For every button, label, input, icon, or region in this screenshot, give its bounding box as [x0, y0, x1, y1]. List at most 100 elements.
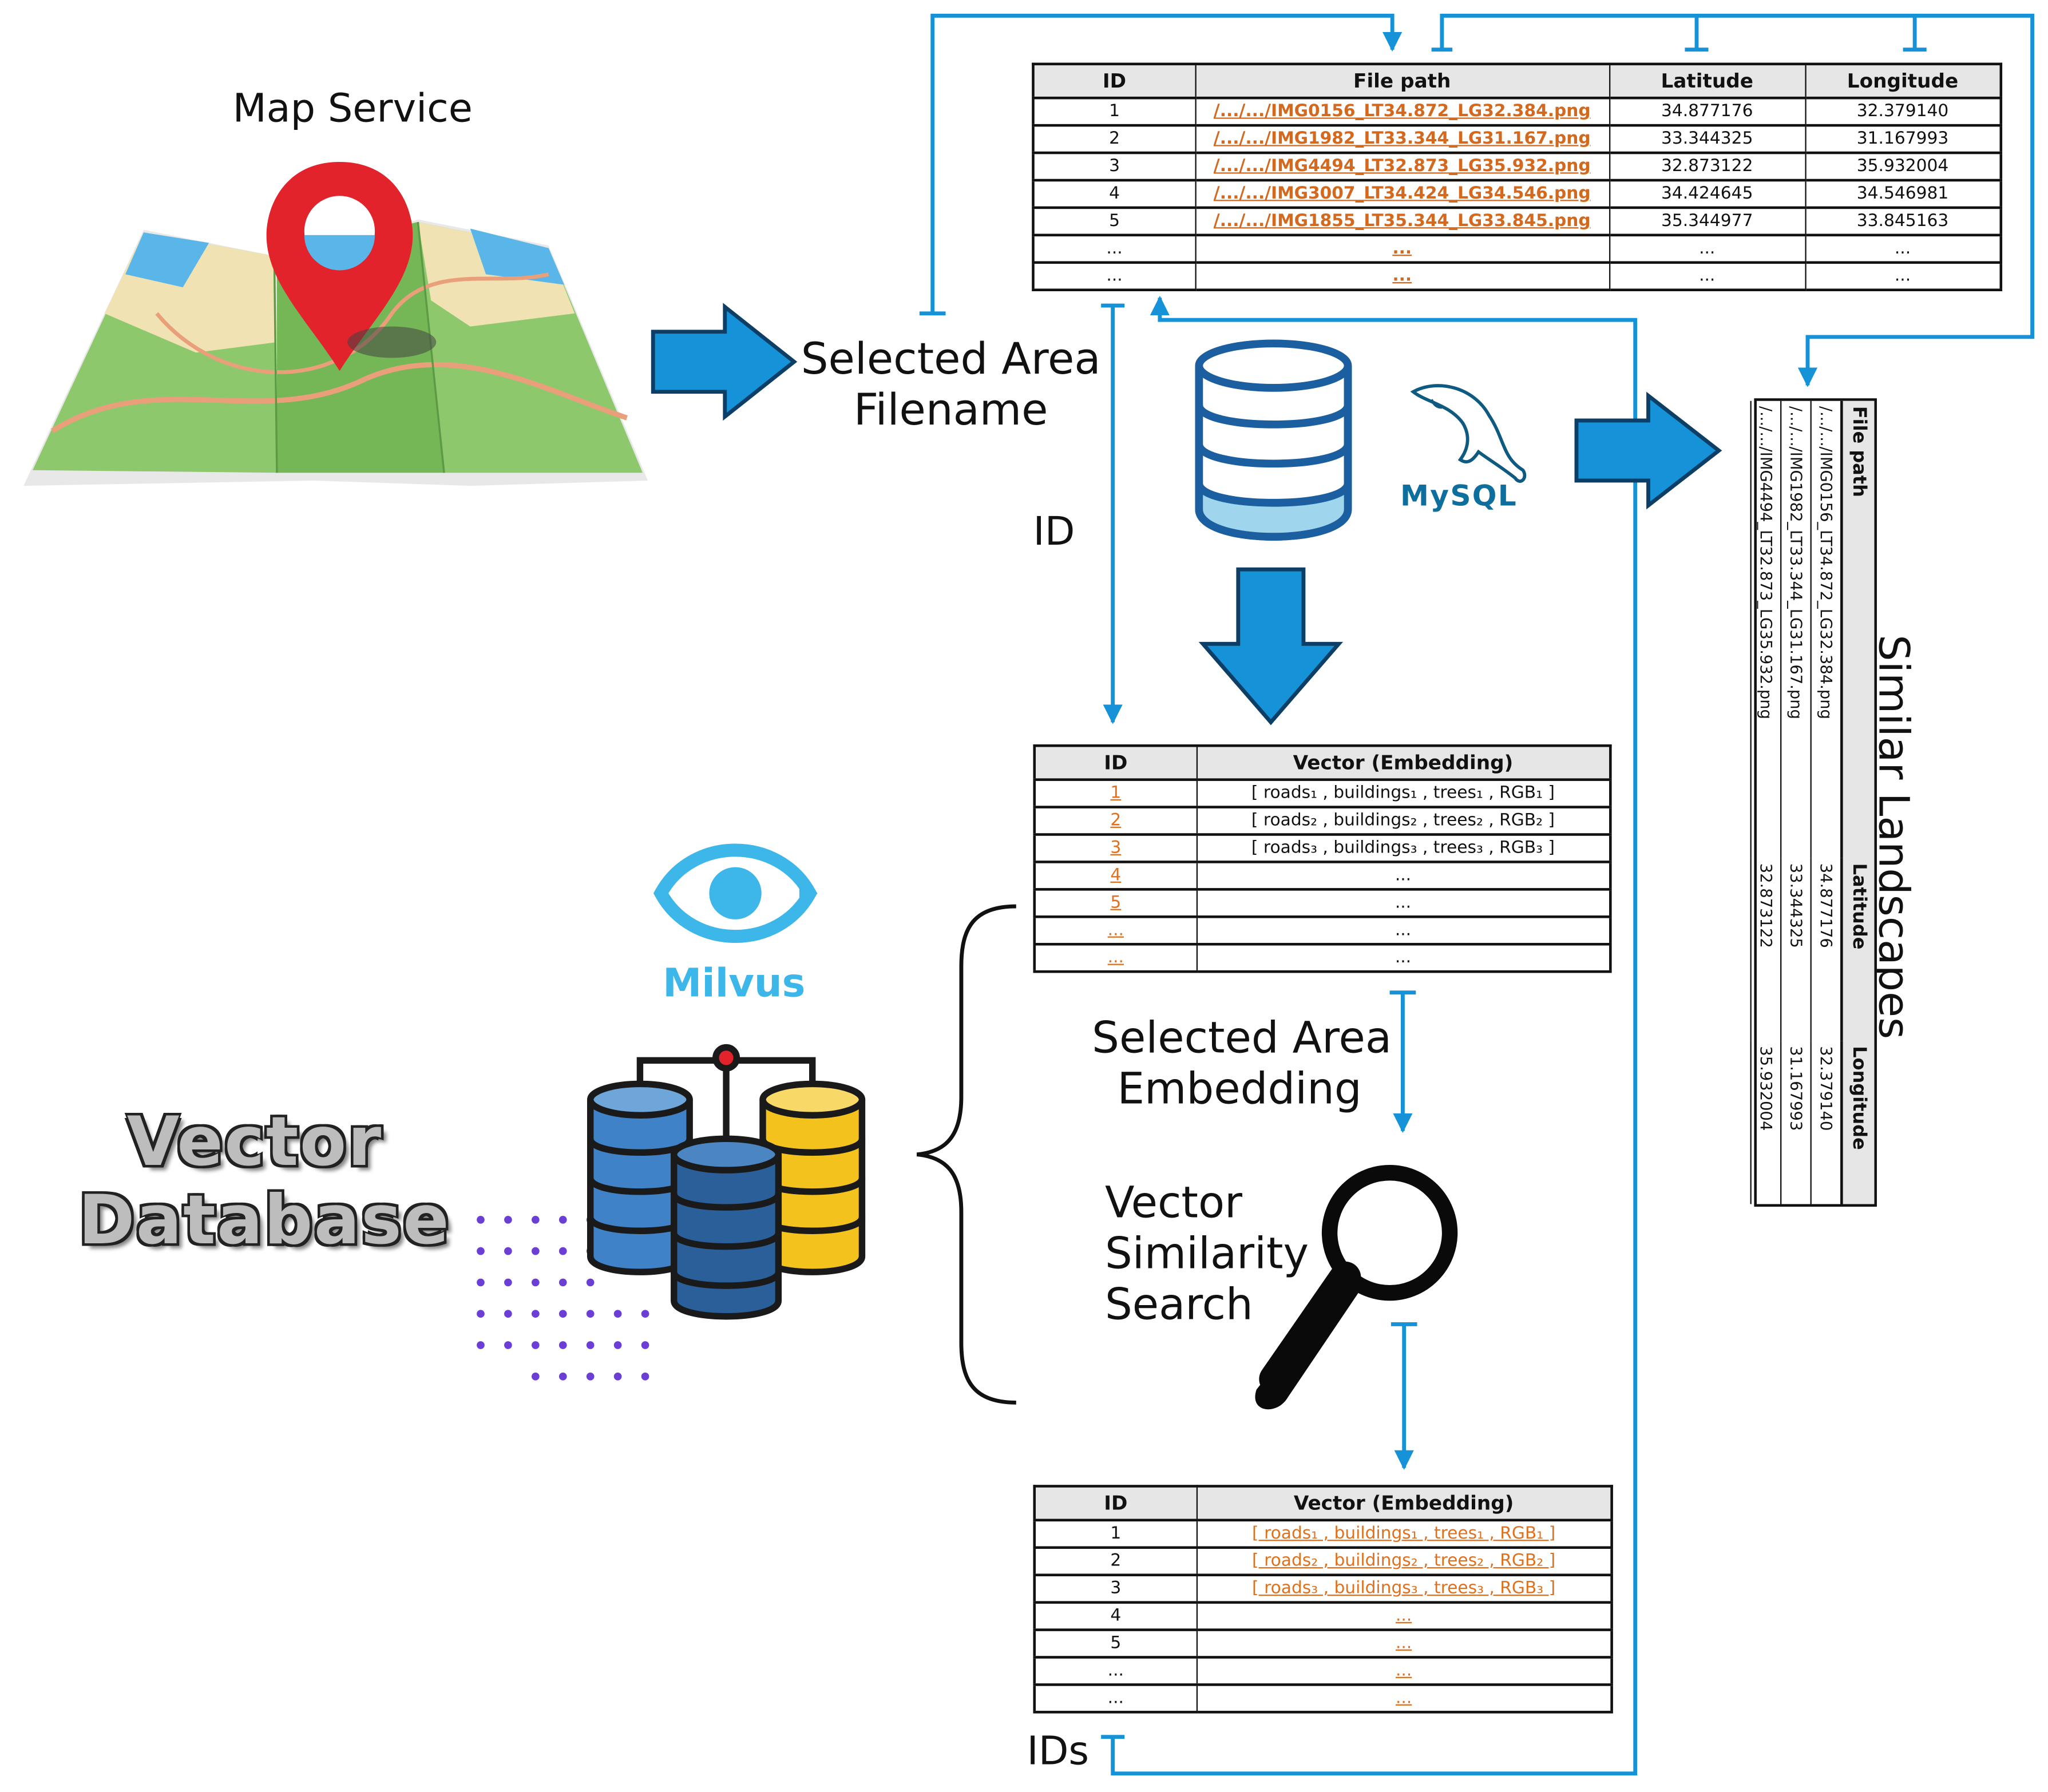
table-row: 1/.../.../IMG0156_LT34.872_LG32.384.png 3…: [1032, 98, 2002, 127]
dot: [586, 1278, 595, 1287]
table-cell: ...: [1032, 262, 1196, 291]
table-cell: ...: [1195, 1684, 1613, 1714]
table-cell: 1: [1032, 98, 1196, 127]
vector-similarity-search-label: Vector Similarity Search: [1104, 1176, 1309, 1330]
dot: [531, 1216, 540, 1224]
table-cell: ...: [1195, 862, 1611, 891]
dot: [477, 1341, 485, 1349]
curly-brace: [917, 904, 1016, 1405]
table-cell: 33.344325: [1781, 858, 1811, 1041]
table-cell: ...: [1033, 1684, 1197, 1714]
table-cell: 35.932004: [1804, 153, 2002, 182]
table-cell: 32.873122: [1750, 858, 1781, 1041]
table-row: 5...: [1033, 1630, 1613, 1659]
dot: [504, 1247, 512, 1255]
table-cell: /.../.../IMG1855_LT35.344_LG33.845.png: [1194, 207, 1610, 237]
header-cell: Latitude: [1608, 63, 1806, 100]
header-cell: ID: [1032, 63, 1196, 100]
table-cell: 35.344977: [1608, 207, 1806, 237]
table-cell: 2: [1033, 807, 1197, 836]
selected-area-embedding-label: Selected Area Embedding: [1092, 1012, 1392, 1114]
dot: [531, 1372, 540, 1381]
vector-database-label: Vector Database: [78, 1103, 450, 1260]
table-cell: ...: [1804, 235, 2002, 264]
table-row: 1[ roads₁ , buildings₁ , trees₁ , RGB₁ ]: [1033, 1520, 1613, 1549]
dot: [586, 1372, 595, 1381]
table-cell: 34.546981: [1804, 180, 2002, 209]
db-to-landscapes-arrow: [1574, 391, 1722, 510]
dot: [641, 1341, 649, 1349]
table-cell: 5: [1032, 207, 1196, 237]
table-cell: 32.379140: [1804, 98, 2002, 127]
table-cell: /.../.../IMG0156_LT34.872_LG32.384.png: [1194, 98, 1610, 127]
mysql-label: MySQL: [1400, 480, 1518, 514]
id-label: ID: [1033, 509, 1075, 556]
table-cell: [ roads₃ , buildings₃ , trees₃ , RGB₃ ]: [1195, 834, 1611, 863]
header-cell: ID: [1033, 745, 1197, 781]
dot: [586, 1341, 595, 1349]
table-cell: ...: [1195, 889, 1611, 918]
dot: [531, 1278, 540, 1287]
dot: [613, 1372, 622, 1381]
table-cell: 1: [1033, 779, 1197, 808]
header-cell: ID: [1033, 1485, 1197, 1522]
table-cell: ...: [1195, 944, 1611, 973]
header-cell: File path: [1841, 401, 1875, 858]
table-cell: ...: [1195, 1657, 1613, 1686]
map-icon: [23, 162, 648, 486]
table-cell: ...: [1194, 235, 1610, 264]
table-cell: 32.379140: [1811, 1041, 1842, 1204]
milvus-eye-icon: [653, 843, 818, 943]
table-row: ............: [1032, 262, 2002, 291]
dot: [558, 1372, 567, 1381]
table-cell: ...: [1195, 917, 1611, 946]
table-cell: ...: [1032, 235, 1196, 264]
table-row: 4...: [1033, 1602, 1613, 1631]
table-cell: ...: [1804, 262, 2002, 291]
table-cell: [ roads₁ , buildings₁ , trees₁ , RGB₁ ]: [1195, 1520, 1613, 1549]
table-cell: 32.873122: [1608, 153, 1806, 182]
table-cell: 4: [1032, 180, 1196, 209]
dot: [477, 1247, 485, 1255]
dot: [531, 1310, 540, 1318]
dot: [477, 1278, 485, 1287]
dot: [504, 1278, 512, 1287]
table-cell: 33.845163: [1804, 207, 2002, 237]
table-row: 5...: [1033, 889, 1611, 918]
table-cell: 35.932004: [1750, 1041, 1781, 1204]
table-cell: /.../.../IMG1982_LT33.344_LG31.167.png: [1781, 401, 1811, 858]
table-cell: ...: [1195, 1602, 1613, 1631]
table-row: 2[ roads₂ , buildings₂ , trees₂ , RGB₂ ]: [1033, 1547, 1613, 1576]
header-cell: File path: [1194, 63, 1610, 100]
table-row: ......: [1033, 944, 1611, 973]
table-cell: 3: [1033, 1575, 1197, 1604]
filename-to-table-connector: [930, 13, 1403, 314]
table-cell: [ roads₃ , buildings₃ , trees₃ , RGB₃ ]: [1195, 1575, 1613, 1604]
dot: [558, 1247, 567, 1255]
header-cell: Longitude: [1841, 1041, 1875, 1204]
ids-feedback-connector: [1111, 295, 1638, 1776]
dot: [477, 1310, 485, 1318]
dot: [558, 1278, 567, 1287]
table-cell: ...: [1033, 1657, 1197, 1686]
table-cell: 33.344325: [1608, 125, 1806, 154]
table-cell: 31.167993: [1804, 125, 2002, 154]
map-service-label: Map Service: [232, 86, 473, 132]
table-row: 4...: [1033, 862, 1611, 891]
db-to-vector-arrow: [1198, 567, 1344, 725]
dot: [586, 1310, 595, 1318]
table-cell: [ roads₂ , buildings₂ , trees₂ , RGB₂ ]: [1195, 807, 1611, 836]
dot: [558, 1341, 567, 1349]
table-cell: 4: [1033, 1602, 1197, 1631]
dot: [641, 1372, 649, 1381]
table-cell: ...: [1033, 917, 1197, 946]
table-cell: /.../.../IMG0156_LT34.872_LG32.384.png: [1811, 401, 1842, 858]
dot: [504, 1216, 512, 1224]
dot: [531, 1247, 540, 1255]
